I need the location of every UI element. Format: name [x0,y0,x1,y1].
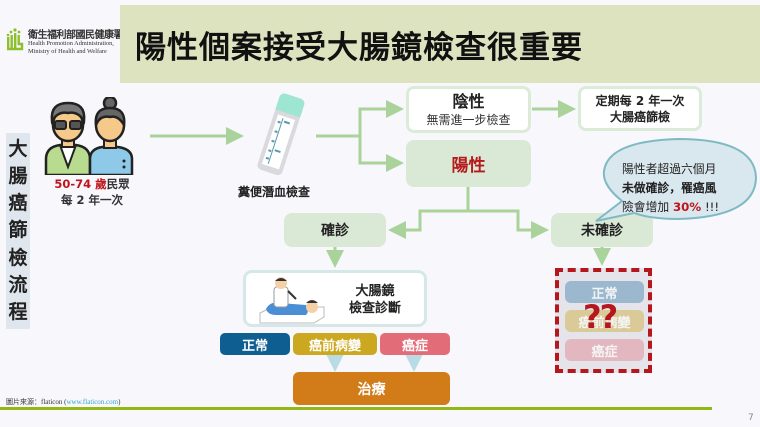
side-label-char: 程 [8,300,28,323]
logo-org-zh: 衛生福利部國民健康署 [28,30,124,41]
unknown-result-cancer: 癌症 [565,339,644,361]
side-label-char: 檢 [8,246,28,269]
warning-line3: 險會增加 30% !!! [622,198,752,217]
side-label-colorectal-screening-flow: 大 腸 癌 篩 檢 流 程 [6,133,30,329]
colonoscopy-label: 大腸鏡 檢查診斷 [338,283,412,317]
side-label-char: 癌 [8,192,28,215]
hpa-logo: 衛生福利部國民健康署 Health Promotion Administrati… [6,26,124,66]
negative-title: 陰性 [452,91,485,111]
positive-title: 陽性 [451,156,486,176]
side-label-char: 篩 [8,219,28,242]
result-normal: 正常 [220,333,290,355]
people-icon [44,97,134,175]
regular-screening-line2: 大腸癌篩檢 [609,109,670,124]
colonoscopy-doctor-icon [259,277,325,324]
arrow-test-to-positive [358,136,404,172]
positive-result-box: 陽性 [406,140,531,187]
credit-suffix: ) [118,398,121,406]
logo-org-en-line2: Ministry of Health and Welfare [28,48,107,55]
regular-screening-box: 定期每 2 年一次 大腸癌篩檢 [578,86,702,131]
footer-divider [0,407,712,410]
credit-link[interactable]: www.flaticon.com [66,398,119,406]
unconfirmed-label: 未確診 [581,223,623,239]
arrow-positive-to-confirmed [388,187,470,239]
group-label: 民眾 [106,177,130,191]
side-label-char: 大 [8,138,28,161]
hpa-logo-icon [6,28,24,51]
result-precancer: 癌前病變 [293,333,377,355]
logo-org-en-line1: Health Promotion Administration, [28,40,114,47]
unknown-results-box: 正常 癌前病變 癌症 [555,268,652,373]
warning-line3-prefix: 險會增加 [622,200,673,214]
unknown-result-precancer: 癌前病變 [565,310,644,332]
colonoscopy-line2: 檢查診斷 [348,301,401,316]
credit-prefix: 圖片來源：flaticon ( [6,398,67,406]
speech-bubble [595,137,758,222]
risk-increase-percent: 30% [672,200,702,214]
slide-title: 陽性個案接受大腸鏡檢查很重要 [135,30,583,66]
arrow-test-to-negative [316,100,404,138]
fecal-test-kit-icon [257,93,305,176]
warning-line2: 未做確診，罹癌風 [622,181,717,195]
treatment-box: 治療 [293,372,450,405]
unknown-result-normal: 正常 [565,281,644,303]
page-number: 7 [748,413,754,423]
negative-result-box: 陰性 無需進一步檢查 [406,86,531,133]
warning-line1: 陽性者超過六個月 [622,162,717,176]
title-band [120,5,760,83]
regular-screening-line1: 定期每 2 年一次 [595,93,685,108]
age-range: 50-74 [54,177,92,191]
image-credit: 圖片來源：flaticon (www.flaticon.com) [6,397,120,407]
question-marks: ?? [583,298,618,336]
warning-line3-suffix: !!! [701,200,720,214]
confirmed-box: 確診 [284,213,386,247]
screening-frequency: 每 2 年一次 [60,193,123,207]
arrow-positive-to-unconfirmed [468,209,549,239]
risk-warning-text: 陽性者超過六個月 未做確診，罹癌風 險會增加 30% !!! [622,160,752,217]
age-line: 50-74 歲民眾 [42,176,142,192]
side-label-char: 腸 [8,165,28,188]
result-cancer: 癌症 [380,333,450,355]
fit-test-label: 糞便潛血檢查 [238,185,311,199]
confirmed-label: 確診 [321,223,349,239]
target-population: 50-74 歲民眾 每 2 年一次 [42,176,142,208]
colonoscopy-line1: 大腸鏡 [355,284,395,299]
side-label-char: 流 [8,273,28,296]
age-unit: 歲 [95,177,107,191]
logo-org-en: Health Promotion Administration, Ministr… [28,40,114,56]
negative-subtitle: 無需進一步檢查 [426,112,511,127]
